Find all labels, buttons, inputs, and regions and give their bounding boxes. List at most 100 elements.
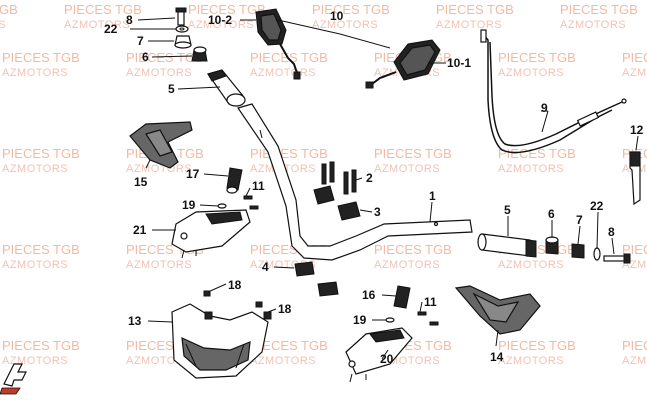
callout-22: 22 [104,22,118,36]
callout-1: 1 [429,189,436,203]
callout-19-right: 19 [353,313,367,327]
callout-labels: 8 22 7 6 5 10-2 10 10-1 9 12 15 17 11 19… [104,9,644,366]
watermark-line2: AZMOTORS [0,19,6,31]
watermark-line1: PIECES TGB [2,242,80,257]
watermark-text: PIECES TGB AZMOTORS [498,146,576,175]
callout-3: 3 [374,205,381,219]
callout-10-2: 10-2 [208,13,232,27]
watermark-line2: AZMOTORS [126,67,192,79]
mirror-10-1-right [365,39,441,89]
watermark-line2: AZMOTORS [250,355,316,367]
callout-8-right: 8 [608,225,615,239]
screw-8-right [603,253,631,264]
clamp-lower-4 [294,261,339,297]
watermark-line1: PIECES TGB [250,338,328,353]
screws-11-right [417,311,439,326]
callout-10: 10 [330,9,344,23]
callout-11-right: 11 [424,295,437,309]
watermark-line1: PIECES TGB [622,242,647,257]
watermark-line2: AZMOTORS [126,259,192,271]
watermark-text: PIECES TGB AZMOTORS [126,50,204,79]
brand-logo-icon [0,363,27,395]
watermark-line2: AZMOTORS [64,19,130,31]
callout-18-right: 18 [278,302,292,316]
switch-knob-17 [226,167,243,194]
screw-8-top [175,7,187,26]
callout-21: 21 [133,223,147,237]
watermark-line1: PIECES TGB [312,2,390,17]
watermark-line2: AZMOTORS [498,163,564,175]
end-cap-7-right [571,243,585,259]
watermark-line1: PIECES TGB [560,2,638,17]
watermark-line1: PIECES TGB [436,2,514,17]
watermark-line2: AZMOTORS [2,163,68,175]
callout-7: 7 [137,34,144,48]
clips-18 [203,290,272,320]
clamp-upper-3 [313,185,361,221]
watermark-line1: PIECES TGB [498,338,576,353]
callout-18: 18 [228,278,242,292]
callout-22-right: 22 [590,199,604,213]
watermark-line1: PIECES TGB [126,50,204,65]
watermark-line2: AZMOTORS [2,355,68,367]
collar-6-top [191,46,208,62]
watermark-text: PIECES TGB AZMOTORS [250,338,328,367]
callout-5: 5 [168,82,175,96]
watermark-line1: PIECES TGB [374,242,452,257]
watermark-text: PIECES TGB AZMOTORS [64,2,142,31]
callout-4: 4 [262,260,269,274]
callout-20: 20 [380,352,394,366]
watermark-text: PIECES TGB AZMOTORS [436,2,514,31]
collar-6-right [545,236,559,255]
watermark-line1: PIECES TGB [622,50,647,65]
watermark-text: PIECES TGB AZMOTORS [2,338,80,367]
callout-12: 12 [630,123,644,137]
watermark-line2: AZMOTORS [2,259,68,271]
headlight-cover-13 [171,303,269,379]
watermark-line2: AZMOTORS [126,163,192,175]
watermark-line2: AZMOTORS [188,19,254,31]
callout-19: 19 [182,198,196,212]
mirror-10-2-left [255,8,301,80]
watermark-line1: PIECES TGB [374,146,452,161]
washer-19-left [217,203,227,209]
watermark-line1: PIECES TGB [64,2,142,17]
grip-5-right [477,233,537,258]
callout-15: 15 [134,175,148,189]
callout-10-1: 10-1 [447,56,471,70]
callout-2: 2 [366,171,373,185]
switch-housing-21 [171,209,251,259]
switch-housing-20 [345,327,413,383]
watermark-line1: PIECES TGB [498,50,576,65]
screws-11-left [243,195,259,210]
callout-17: 17 [186,167,200,181]
watermark-line2: AZMOTORS [498,259,564,271]
watermark-line1: PIECES TGB [498,146,576,161]
cable-clip-12 [629,151,641,206]
watermark-text: PIECES TGB AZMOTORS [622,50,647,79]
watermark-line2: AZMOTORS [2,67,68,79]
switch-knob-16 [393,285,411,309]
leader-lines [130,17,639,360]
watermark-line2: AZMOTORS [312,19,378,31]
watermark-line1: PIECES TGB [250,146,328,161]
watermark-line2: AZMOTORS [622,67,647,79]
washer-19-right [385,317,395,323]
watermark-line1: PIECES TGB [2,338,80,353]
callout-16: 16 [362,288,376,302]
washer-22-top [175,25,189,33]
watermark-line2: AZMOTORS [436,19,502,31]
watermark-line1: PIECES TGB [2,50,80,65]
callout-13: 13 [128,314,142,328]
